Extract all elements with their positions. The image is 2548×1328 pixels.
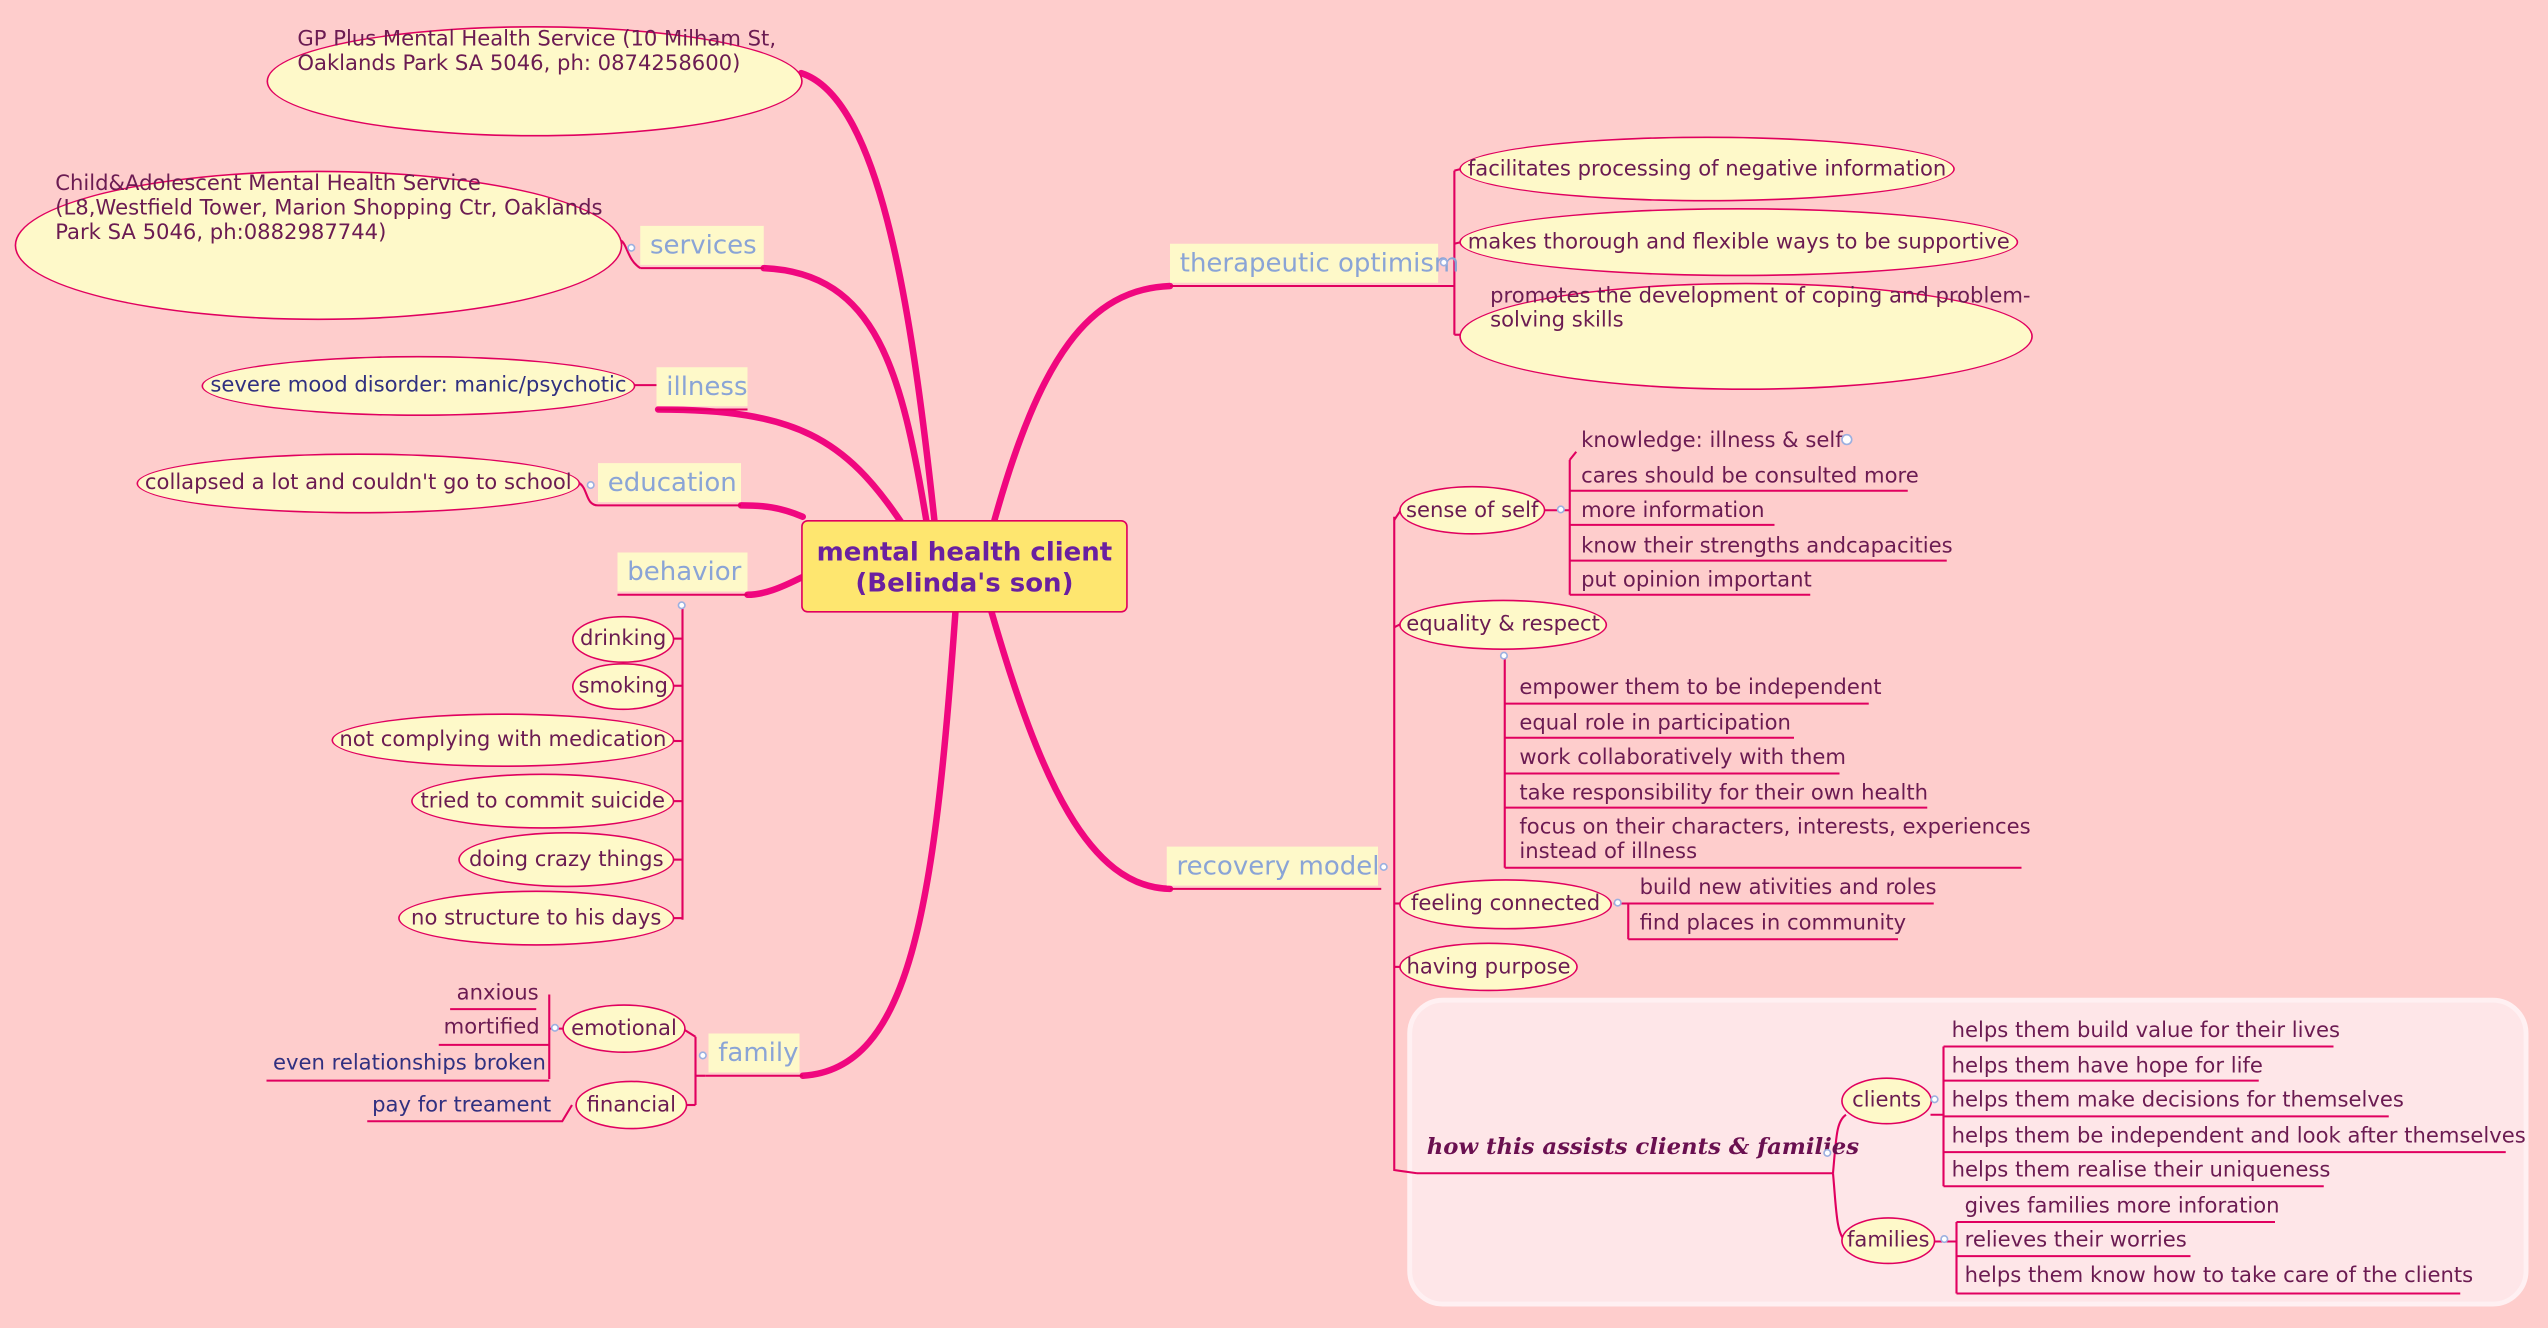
collapse-behavior-icon[interactable] (677, 601, 686, 610)
behavior-item-1[interactable]: drinking (572, 615, 675, 663)
collapse-recovery-icon[interactable] (1379, 862, 1388, 871)
sense-of-self-item-2[interactable]: cares should be consulted more (1581, 464, 1919, 490)
emotional-node[interactable]: emotional (562, 1004, 686, 1053)
behavior-item-1-label: drinking (580, 627, 667, 652)
financial-item-1[interactable]: pay for treament (372, 1093, 552, 1118)
expand-knowledge-icon[interactable] (1841, 433, 1853, 446)
financial-node[interactable]: financial (575, 1080, 688, 1130)
topic-therapeutic-optimism[interactable]: therapeutic optimism (1170, 243, 1459, 283)
families-label: families (1846, 1228, 1930, 1253)
sense-of-self-item-4[interactable]: know their strengths andcapacities (1581, 534, 1953, 559)
illness-item: severe mood disorder: manic/psychotic (210, 373, 627, 399)
clients-label: clients (1852, 1088, 1922, 1114)
collapse-family-icon[interactable] (698, 1051, 707, 1060)
therapeutic-item-1[interactable]: facilitates processing of negative infor… (1459, 136, 1955, 202)
families-item-1[interactable]: gives families more inforation (1964, 1194, 2280, 1219)
behavior-item-4[interactable]: tried to commit suicide (411, 773, 675, 829)
feeling-connected-item-1[interactable]: build new ativities and roles (1639, 875, 1937, 901)
financial-label: financial (586, 1092, 676, 1118)
feeling-connected-item-2[interactable]: find places in community (1639, 911, 1907, 936)
topic-family[interactable]: family (708, 1033, 800, 1073)
families-item-3[interactable]: helps them know how to take care of the … (1964, 1264, 2474, 1289)
clients-node[interactable]: clients (1841, 1077, 1933, 1125)
collapse-feeling-connected-icon[interactable] (1613, 898, 1622, 907)
behavior-item-5-label: doing crazy things (468, 847, 664, 872)
therapeutic-item-2-label: makes thorough and flexible ways to be s… (1467, 229, 2010, 255)
equality-item-5-line1: focus on their characters, interests, ex… (1519, 815, 2031, 841)
clients-item-4[interactable]: helps them be independent and look after… (1951, 1124, 2526, 1149)
clients-item-3[interactable]: helps them make decisions for themselves (1951, 1088, 2404, 1114)
central-topic[interactable]: mental health client (Belinda's son) (801, 520, 1128, 613)
topic-illness[interactable]: illness (656, 367, 748, 407)
clients-item-2[interactable]: helps them have hope for life (1951, 1054, 2263, 1079)
behavior-item-2[interactable]: smoking (572, 663, 675, 711)
behavior-item-5[interactable]: doing crazy things (458, 832, 675, 888)
sense-of-self-label: sense of self (1405, 498, 1539, 523)
illness-node[interactable]: severe mood disorder: manic/psychotic (201, 355, 636, 416)
topic-education[interactable]: education (598, 463, 741, 503)
how-assists-node[interactable]: how this assists clients & families (1426, 1134, 1860, 1161)
sense-of-self-node[interactable]: sense of self (1399, 485, 1546, 535)
collapse-clients-icon[interactable] (1930, 1095, 1939, 1104)
feeling-connected-label: feeling connected (1410, 892, 1601, 917)
equality-item-5[interactable]: focus on their characters, interests, ex… (1519, 816, 2030, 865)
having-purpose-node[interactable]: having purpose (1399, 942, 1578, 992)
central-topic-line1: mental health client (816, 535, 1113, 567)
sense-of-self-item-5[interactable]: put opinion important (1581, 568, 1812, 594)
collapse-therapeutic-icon[interactable] (1439, 258, 1448, 267)
equality-item-4[interactable]: take responsibility for their own health (1519, 781, 1929, 806)
behavior-item-6[interactable]: no structure to his days (398, 890, 675, 946)
behavior-item-3[interactable]: not complying with medication (331, 713, 675, 767)
gp-plus-line2: Oaklands Park SA 5046, ph: 0874258600) (297, 52, 741, 77)
collapse-services-icon[interactable] (627, 243, 636, 252)
equality-item-5-line2: instead of illness (1519, 840, 1698, 865)
topic-services[interactable]: services (640, 225, 764, 265)
gp-plus-node[interactable]: GP Plus Mental Health Service (10 Milham… (266, 26, 803, 137)
education-item: collapsed a lot and couldn't go to schoo… (144, 471, 572, 496)
emotional-label: emotional (571, 1016, 677, 1041)
topic-behavior[interactable]: behavior (617, 552, 748, 592)
behavior-item-4-label: tried to commit suicide (420, 788, 666, 814)
collapse-equality-icon[interactable] (1499, 651, 1508, 660)
families-node[interactable]: families (1841, 1217, 1936, 1265)
therapeutic-item-3-line1: promotes the development of coping and p… (1490, 284, 2031, 309)
camhs-line2: (L8,Westfield Tower, Marion Shopping Ctr… (55, 196, 603, 221)
equality-node[interactable]: equality & respect (1399, 599, 1608, 650)
having-purpose-label: having purpose (1406, 954, 1571, 980)
therapeutic-item-3[interactable]: promotes the development of coping and p… (1459, 282, 2033, 390)
behavior-item-2-label: smoking (578, 674, 668, 699)
gp-plus-line1: GP Plus Mental Health Service (10 Milham… (297, 27, 777, 52)
emotional-item-1[interactable]: anxious (456, 981, 539, 1006)
topic-recovery-model[interactable]: recovery model (1166, 846, 1379, 886)
central-topic-line2: (Belinda's son) (855, 566, 1074, 598)
equality-item-3[interactable]: work collaboratively with them (1519, 745, 1846, 771)
equality-item-2[interactable]: equal role in participation (1519, 711, 1791, 737)
equality-item-1[interactable]: empower them to be independent (1519, 676, 1882, 701)
feeling-connected-node[interactable]: feeling connected (1399, 879, 1612, 930)
clients-item-1[interactable]: helps them build value for their lives (1951, 1018, 2340, 1044)
sense-of-self-item-1[interactable]: knowledge: illness & self (1581, 429, 1843, 454)
clients-item-5[interactable]: helps them realise their uniqueness (1951, 1158, 2331, 1183)
behavior-item-6-label: no structure to his days (411, 905, 662, 931)
sense-of-self-item-3[interactable]: more information (1581, 498, 1765, 524)
emotional-item-2[interactable]: mortified (443, 1015, 540, 1040)
camhs-node[interactable]: Child&Adolescent Mental Health Service (… (14, 170, 623, 321)
therapeutic-item-2[interactable]: makes thorough and flexible ways to be s… (1459, 208, 2019, 277)
emotional-item-3[interactable]: even relationships broken (273, 1051, 546, 1076)
collapse-families-icon[interactable] (1940, 1235, 1949, 1244)
collapse-how-assists-icon[interactable] (1823, 1148, 1832, 1157)
collapse-emotional-icon[interactable] (550, 1023, 559, 1032)
therapeutic-item-3-line2: solving skills (1490, 308, 1624, 334)
education-node[interactable]: collapsed a lot and couldn't go to schoo… (136, 453, 581, 514)
collapse-education-icon[interactable] (586, 481, 595, 490)
equality-label: equality & respect (1406, 612, 1600, 637)
camhs-line3: Park SA 5046, ph:0882987744) (55, 221, 387, 246)
behavior-item-3-label: not complying with medication (339, 728, 667, 753)
families-item-2[interactable]: relieves their worries (1964, 1228, 2187, 1253)
camhs-line1: Child&Adolescent Mental Health Service (55, 172, 481, 197)
therapeutic-item-1-label: facilitates processing of negative infor… (1467, 156, 1947, 182)
collapse-sense-of-self-icon[interactable] (1556, 505, 1565, 514)
